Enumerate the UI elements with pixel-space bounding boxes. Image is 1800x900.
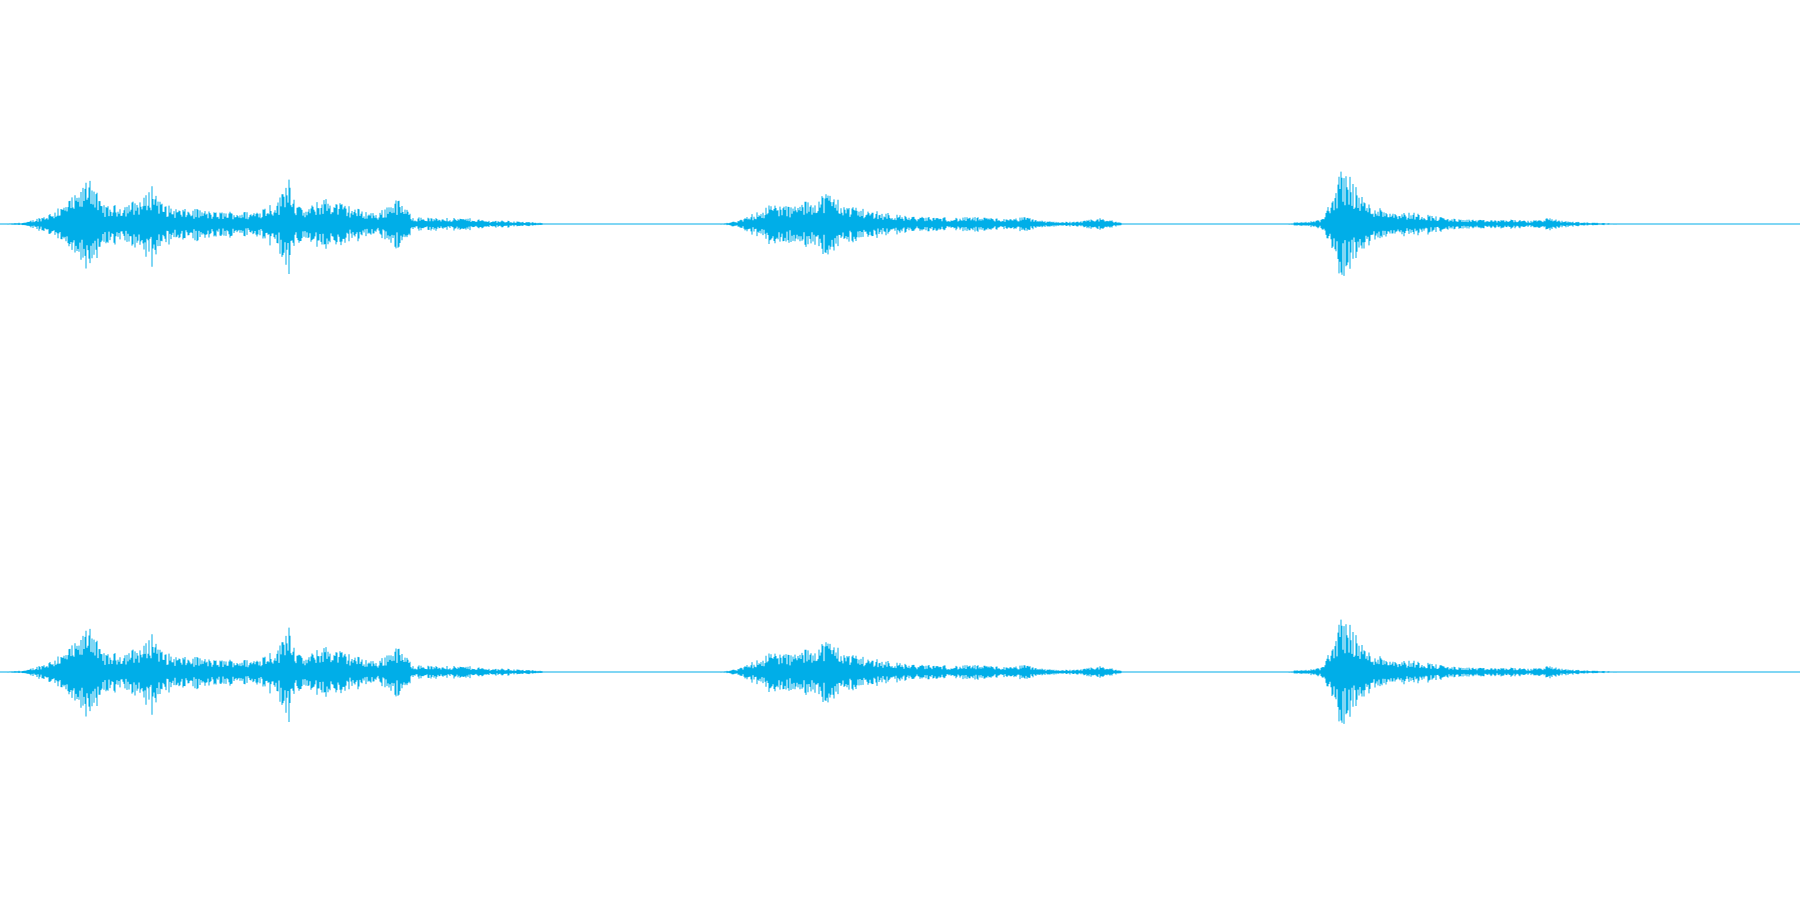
waveform-segment-2: [719, 642, 1126, 703]
channel-1: [0, 171, 1800, 276]
waveform-segment-3: [1286, 171, 1621, 276]
waveform-segment-2: [719, 194, 1126, 255]
channels-layer: [0, 171, 1800, 724]
channel-2: [0, 619, 1800, 724]
waveform-segment-3: [1286, 619, 1621, 724]
waveform-segment-1: [0, 627, 550, 722]
waveform-segment-1: [0, 179, 550, 274]
